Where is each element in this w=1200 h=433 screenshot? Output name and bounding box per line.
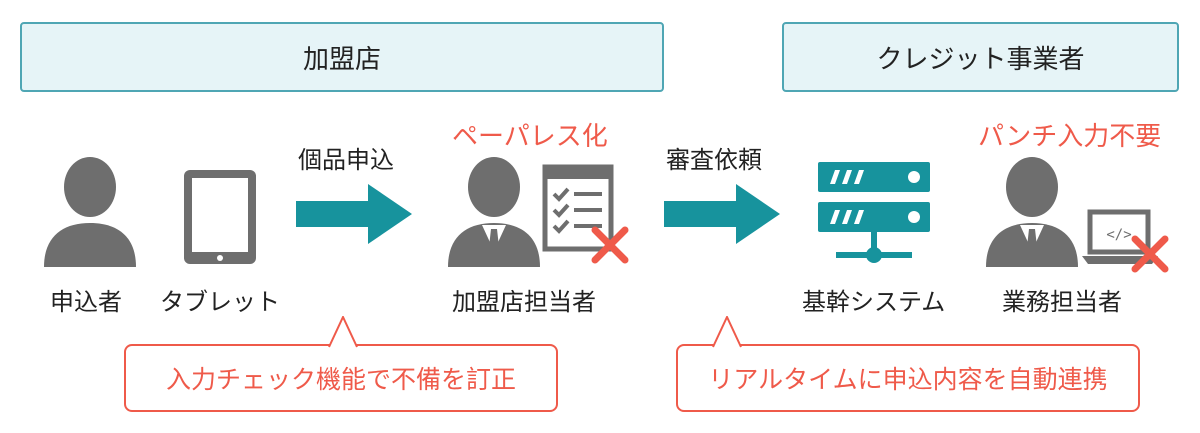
merchant-staff-person-icon bbox=[448, 157, 540, 267]
callout-input-check-text: 入力チェック機能で不備を訂正 bbox=[165, 365, 516, 394]
callout-input-check: 入力チェック機能で不備を訂正 bbox=[124, 316, 558, 412]
credit-company-header: クレジット事業者 bbox=[782, 22, 1179, 92]
svg-text:</>: </> bbox=[1106, 227, 1131, 243]
step-label-review-request: 審査依頼 bbox=[666, 146, 762, 174]
actor-applicant: 申込者 bbox=[50, 288, 122, 316]
callout-realtime-link: リアルタイムに申込内容を自動連携 bbox=[676, 316, 1140, 412]
callout-tail bbox=[328, 316, 358, 348]
benefit-no-punch-input: パンチ入力不要 bbox=[978, 122, 1162, 152]
merchant-header-label: 加盟店 bbox=[302, 44, 381, 75]
credit-company-header-label: クレジット事業者 bbox=[876, 44, 1085, 75]
actor-merchant-staff: 加盟店担当者 bbox=[452, 288, 596, 316]
punch-cross-icon bbox=[1131, 235, 1169, 273]
callout-realtime-link-text: リアルタイムに申込内容を自動連携 bbox=[708, 365, 1108, 394]
paper-cross-icon bbox=[591, 226, 629, 264]
applicant-person-icon bbox=[44, 157, 136, 267]
flow-arrow-2 bbox=[664, 184, 780, 244]
server-icon bbox=[818, 162, 930, 263]
flow-arrow-1 bbox=[296, 184, 412, 244]
merchant-header: 加盟店 bbox=[20, 22, 664, 92]
actor-tablet: タブレット bbox=[160, 288, 280, 316]
actor-core-system: 基幹システム bbox=[802, 288, 946, 316]
callout-tail bbox=[712, 316, 742, 348]
step-label-individual-application: 個品申込 bbox=[298, 146, 394, 174]
tablet-icon bbox=[184, 170, 256, 264]
business-staff-person-icon bbox=[986, 157, 1078, 267]
benefit-paperless: ペーパレス化 bbox=[452, 122, 608, 152]
actor-business-staff: 業務担当者 bbox=[1002, 288, 1122, 316]
